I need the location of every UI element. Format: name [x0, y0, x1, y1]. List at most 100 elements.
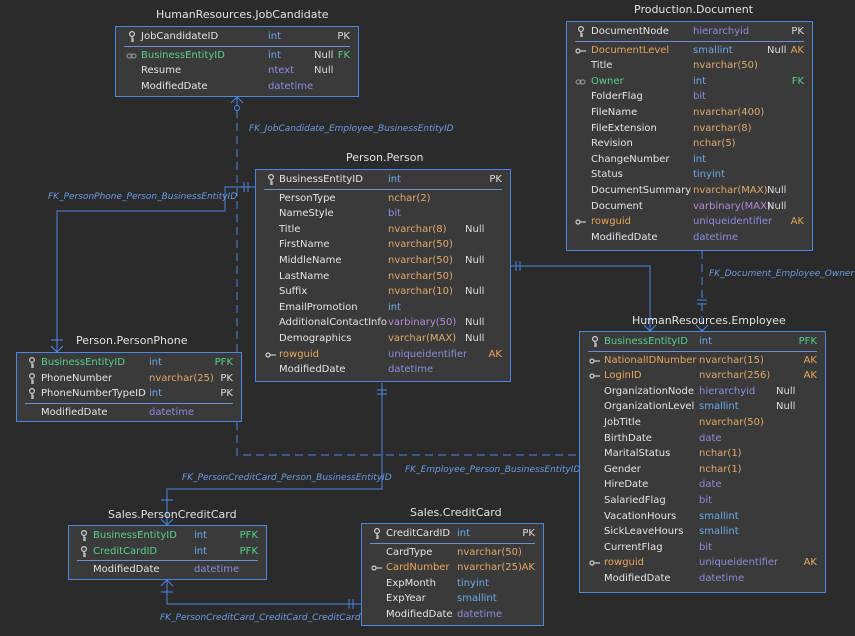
column-key: PFK [798, 336, 817, 347]
table-row[interactable]: LastName nvarchar(50) [256, 269, 510, 285]
key-icon [78, 528, 90, 544]
column-type: nchar(5) [693, 138, 736, 150]
column-type: nvarchar(256) [699, 370, 771, 382]
column-name: Demographics [279, 333, 352, 344]
table-title-jobcandidate: HumanResources.JobCandidate [156, 8, 329, 21]
column-name: PhoneNumberTypeID [41, 388, 146, 400]
column-name: CreditCardID [93, 545, 158, 557]
column-type: nvarchar(50) [388, 270, 453, 282]
unique-key-icon [589, 368, 601, 384]
column-name: ModifiedDate [279, 364, 346, 376]
table-title-personphone: Person.PersonPhone [76, 334, 188, 347]
column-name: SickLeaveHours [604, 526, 684, 538]
key-icon [126, 29, 138, 45]
column-type: nvarchar(25) [149, 372, 214, 384]
column-name: CreditCardID [386, 528, 451, 539]
unique-key-icon [575, 43, 587, 59]
column-name: LastName [279, 270, 330, 282]
rel-label-personcreditcard-person: FK_PersonCreditCard_Person_BusinessEntit… [182, 473, 392, 483]
column-type: int [388, 301, 402, 313]
column-type: hierarchyid [699, 385, 756, 397]
column-type: nvarchar(10) [388, 286, 453, 298]
rel-label-jobcandidate-employee: FK_JobCandidate_Employee_BusinessEntityI… [249, 124, 454, 134]
table-row[interactable]: PhoneNumber nvarchar(25) PK [17, 371, 241, 387]
column-name: rowguid [591, 216, 631, 228]
column-name: PhoneNumber [41, 372, 113, 384]
column-name: Gender [604, 463, 641, 475]
column-key: PK [220, 372, 233, 384]
column-name: ModifiedDate [386, 609, 453, 620]
column-key: AK [521, 562, 535, 574]
column-name: SalariedFlag [604, 495, 666, 506]
column-type: datetime [268, 80, 314, 92]
column-key: FK [337, 49, 350, 61]
column-type: nvarchar(8) [693, 122, 752, 134]
